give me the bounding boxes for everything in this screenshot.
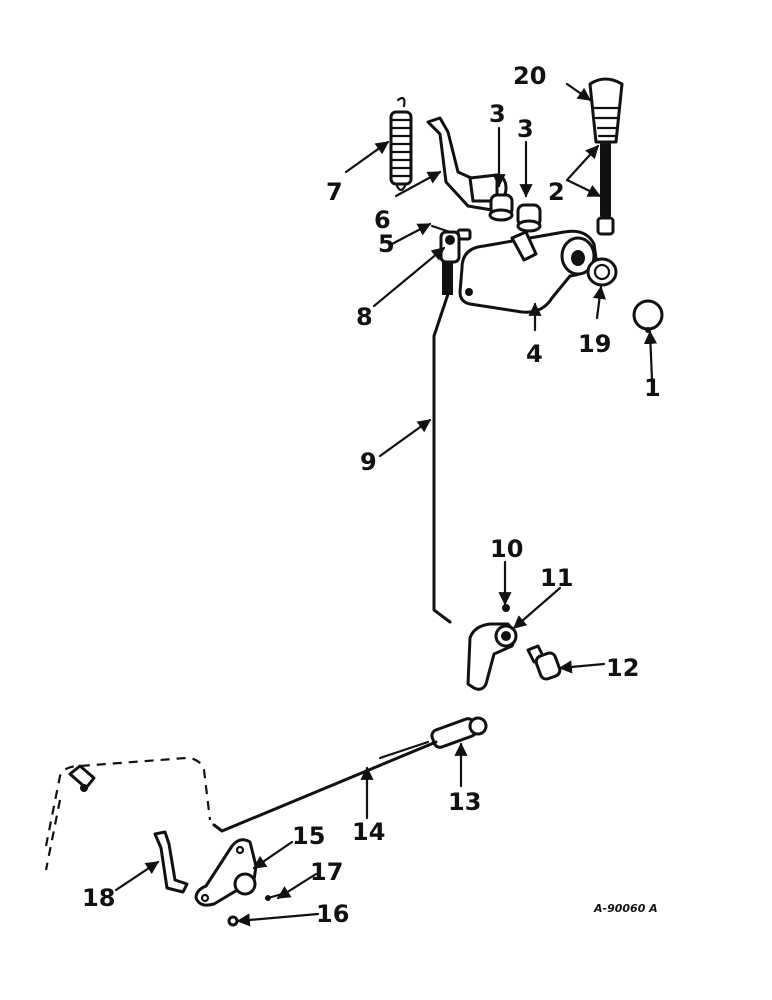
callout-3b: 3 [517, 115, 534, 143]
collar-part [586, 257, 618, 287]
shift-lever-part [596, 141, 615, 236]
lower-lever-part [194, 838, 258, 907]
callout-17: 17 [310, 858, 343, 886]
knob-part [588, 77, 624, 144]
housing-outline [44, 756, 212, 871]
callout-11: 11 [540, 564, 573, 592]
clevis-part [430, 716, 488, 749]
callout-5: 5 [378, 230, 395, 258]
callout-13: 13 [448, 788, 481, 816]
bracket-part [458, 229, 598, 314]
callout-20: 20 [513, 62, 546, 90]
callout-3a: 3 [489, 100, 506, 128]
callout-8: 8 [356, 303, 373, 331]
callout-16: 16 [316, 900, 349, 928]
cotter-pin-part [227, 915, 239, 927]
callout-7: 7 [326, 178, 343, 206]
callout-12: 12 [606, 654, 639, 682]
leader-lines [114, 82, 658, 927]
callout-2: 2 [548, 178, 565, 206]
pivot-bolt-part [526, 644, 562, 681]
lower-rod-part [212, 740, 438, 833]
bushing-part-a [488, 193, 514, 222]
bell-crank-part [466, 604, 518, 691]
upper-rod-part [432, 292, 452, 624]
ball-part [632, 299, 664, 333]
callout-6: 6 [374, 206, 391, 234]
callout-9: 9 [360, 448, 377, 476]
clip-bracket-part [153, 830, 189, 894]
callout-4: 4 [526, 340, 543, 368]
callout-15: 15 [292, 822, 325, 850]
spring-part [389, 96, 413, 192]
callout-18: 18 [82, 884, 115, 912]
yoke-part [439, 230, 461, 295]
drawing-code: A-90060 A [593, 902, 658, 915]
callout-19: 19 [578, 330, 611, 358]
callout-14: 14 [352, 818, 385, 846]
callout-10: 10 [490, 535, 523, 563]
bushing-part-b [516, 203, 542, 233]
callout-1: 1 [644, 374, 661, 402]
callout-labels: 20 3 3 2 7 6 5 8 4 19 1 9 10 11 12 13 14… [82, 62, 661, 928]
